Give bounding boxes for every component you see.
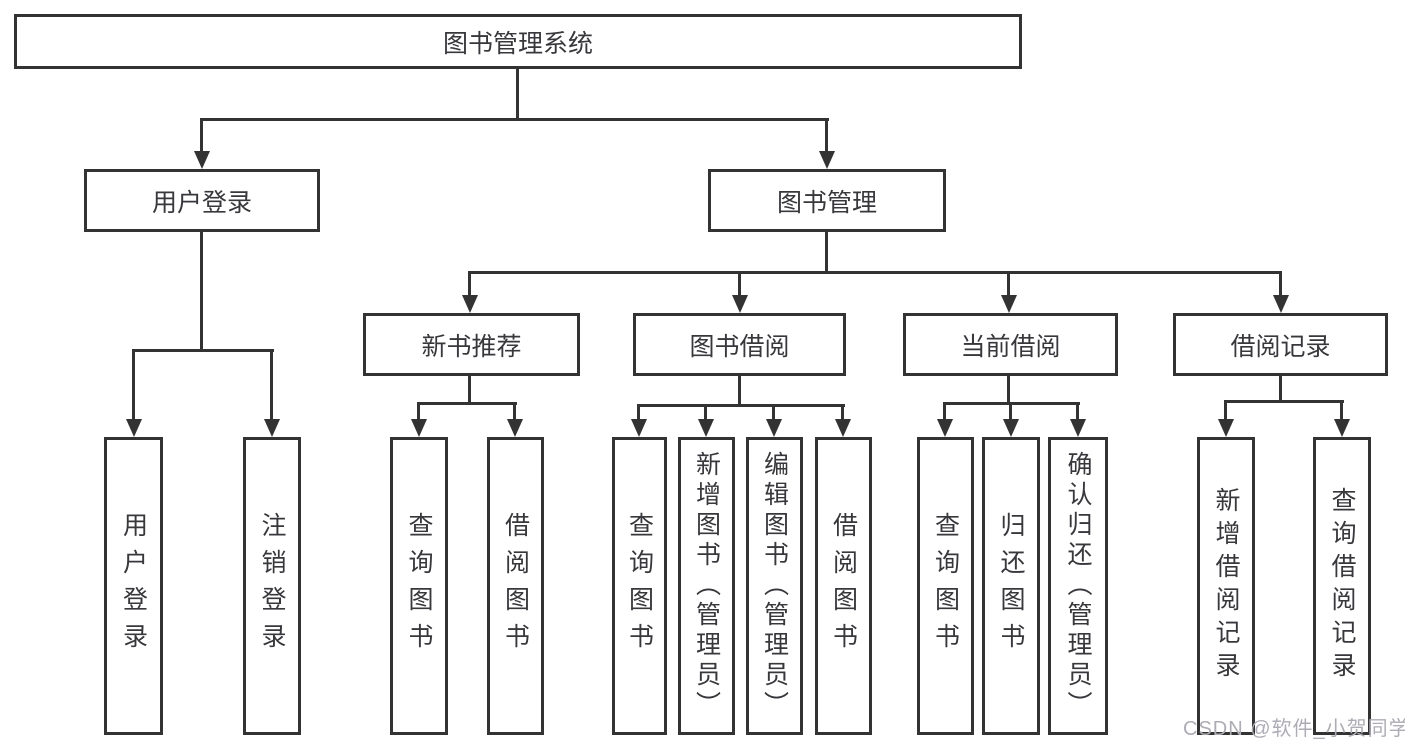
connector-drop <box>738 271 741 297</box>
csdn-watermark: CSDN @软件_小贺同学 <box>1183 718 1405 740</box>
leaf-edit-books-admin: 编辑图书（管理员） <box>746 437 803 735</box>
leaf-query-books-recommend: 查询图书 <box>390 437 448 735</box>
node-book-borrowing: 图书借阅 <box>633 313 846 376</box>
arrowhead-down-icon <box>1334 419 1350 437</box>
connector-drop <box>1224 400 1227 421</box>
node-current-borrowing: 当前借阅 <box>903 313 1118 376</box>
leaf-confirm-return-admin: 确认归还（管理员） <box>1048 437 1108 735</box>
connector-drop <box>1279 271 1282 297</box>
arrowhead-down-icon <box>1070 419 1086 437</box>
leaf-add-borrow-record: 新增借阅记录 <box>1197 437 1255 735</box>
arrowhead-down-icon <box>631 419 647 437</box>
arrowhead-down-icon <box>1001 295 1017 313</box>
connector-drop <box>1007 271 1010 297</box>
arrowhead-down-icon <box>264 419 280 437</box>
connector-user-login-rail <box>132 349 274 352</box>
connector-root-drop-left <box>200 118 203 153</box>
arrowhead-down-icon <box>766 419 782 437</box>
arrowhead-down-icon <box>732 295 748 313</box>
connector-drop <box>704 404 707 421</box>
connector-drop <box>841 404 844 421</box>
connector-drop <box>943 402 946 421</box>
connector-drop <box>270 349 273 419</box>
leaf-user-login: 用户登录 <box>104 437 163 735</box>
leaf-logout: 注销登录 <box>243 437 301 735</box>
connector-drop <box>637 404 640 421</box>
node-new-book-recommend: 新书推荐 <box>363 313 580 376</box>
node-user-login: 用户登录 <box>84 169 320 232</box>
connector-stem <box>468 376 471 404</box>
arrowhead-down-icon <box>1003 419 1019 437</box>
connector-book-management-stem <box>825 232 828 273</box>
connector-drop <box>1076 402 1079 421</box>
leaf-query-books-current: 查询图书 <box>917 437 974 735</box>
arrowhead-down-icon <box>507 419 523 437</box>
connector-rail <box>1224 400 1344 403</box>
arrowhead-down-icon <box>698 419 714 437</box>
connector-root-stem <box>516 69 519 120</box>
connector-book-management-rail <box>468 271 1282 274</box>
connector-drop <box>132 349 135 419</box>
leaf-query-books-borrowing: 查询图书 <box>612 437 667 735</box>
leaf-add-books-admin: 新增图书（管理员） <box>678 437 735 735</box>
connector-stem <box>1279 376 1282 402</box>
arrowhead-down-icon <box>835 419 851 437</box>
leaf-borrow-books-recommend: 借阅图书 <box>487 437 544 735</box>
leaf-return-books: 归还图书 <box>982 437 1040 735</box>
leaf-borrow-books: 借阅图书 <box>815 437 872 735</box>
connector-drop <box>417 402 420 421</box>
connector-root-rail <box>200 118 829 121</box>
connector-user-login-stem <box>200 232 203 352</box>
connector-stem <box>1007 376 1010 404</box>
arrowhead-down-icon <box>126 419 142 437</box>
arrowhead-down-icon <box>462 295 478 313</box>
connector-root-drop-right <box>825 118 828 153</box>
connector-rail <box>417 402 517 405</box>
connector-stem <box>738 376 741 406</box>
arrowhead-down-icon <box>819 151 835 169</box>
connector-drop <box>513 402 516 421</box>
arrowhead-down-icon <box>411 419 427 437</box>
arrowhead-down-icon <box>194 151 210 169</box>
connector-drop <box>1340 400 1343 421</box>
arrowhead-down-icon <box>1218 419 1234 437</box>
arrowhead-down-icon <box>937 419 953 437</box>
node-borrowing-records: 借阅记录 <box>1173 313 1388 376</box>
connector-drop <box>468 271 471 297</box>
connector-drop <box>772 404 775 421</box>
node-book-management: 图书管理 <box>708 169 946 232</box>
arrowhead-down-icon <box>1273 295 1289 313</box>
connector-drop <box>1009 402 1012 421</box>
node-library-management-system: 图书管理系统 <box>14 14 1022 69</box>
connector-rail <box>637 404 845 407</box>
leaf-query-borrow-record: 查询借阅记录 <box>1313 437 1371 735</box>
